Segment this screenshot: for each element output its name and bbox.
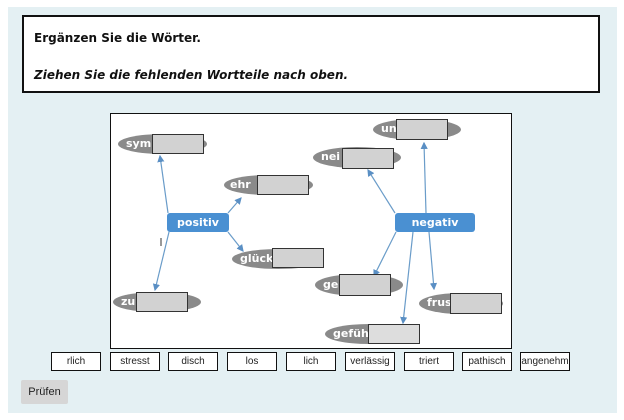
drop-zone-sym[interactable] bbox=[152, 134, 204, 154]
arrows bbox=[152, 141, 438, 325]
word-chip[interactable]: disch bbox=[168, 352, 218, 371]
instruction-subtitle: Ziehen Sie die fehlenden Wortteile nach … bbox=[34, 68, 349, 82]
positive-node: positiv bbox=[167, 213, 229, 232]
drop-zone-nei[interactable] bbox=[342, 148, 394, 169]
word-chip[interactable]: lich bbox=[286, 352, 336, 371]
drop-zone-frus[interactable] bbox=[450, 293, 502, 314]
word-chip[interactable]: triert bbox=[404, 352, 454, 371]
drop-zone-gefuehl[interactable] bbox=[368, 324, 420, 344]
drop-zone-ge[interactable] bbox=[339, 274, 391, 296]
word-chip[interactable]: los bbox=[227, 352, 277, 371]
word-chip[interactable]: stresst bbox=[110, 352, 160, 371]
check-button[interactable]: Prüfen bbox=[21, 380, 68, 404]
instructions-box: Ergänzen Sie die Wörter. Ziehen Sie die … bbox=[22, 15, 600, 93]
instruction-title: Ergänzen Sie die Wörter. bbox=[34, 31, 201, 45]
drop-zone-zu[interactable] bbox=[136, 292, 188, 312]
mindmap-image: positiv negativ sym ehr glück zu un nei … bbox=[110, 113, 512, 349]
word-chip[interactable]: verlässig bbox=[345, 352, 395, 371]
drop-zone-glueck[interactable] bbox=[272, 248, 324, 268]
word-chip[interactable]: angenehm bbox=[520, 352, 570, 371]
drop-zone-un[interactable] bbox=[396, 119, 448, 140]
word-chip[interactable]: pathisch bbox=[462, 352, 512, 371]
negative-node: negativ bbox=[395, 213, 475, 232]
drop-zone-ehr[interactable] bbox=[257, 175, 309, 195]
word-chip[interactable]: rlich bbox=[51, 352, 101, 371]
